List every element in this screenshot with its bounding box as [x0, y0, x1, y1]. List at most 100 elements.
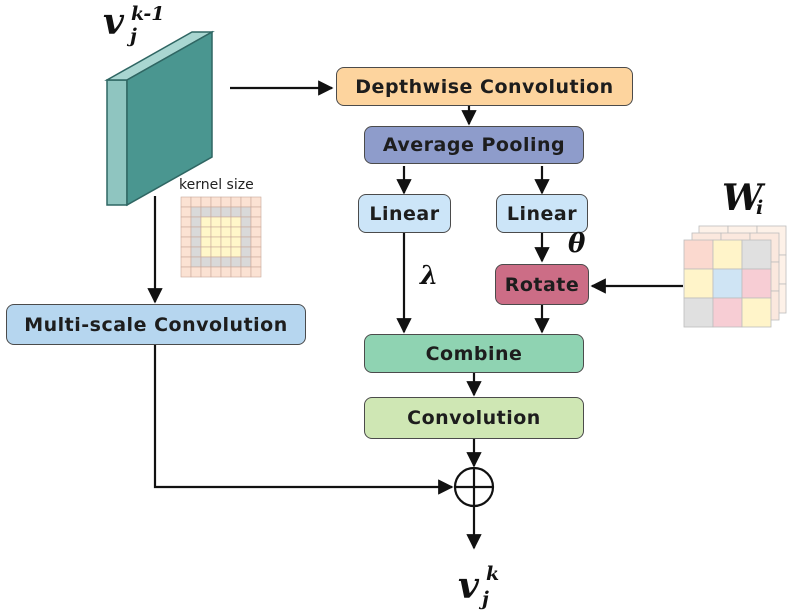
- kernel-cell: [200, 216, 212, 228]
- kernel-cell: [180, 266, 192, 278]
- weight-matrix-stack: [683, 225, 787, 328]
- kernel-cell: [250, 226, 262, 238]
- kernel-cell: [180, 206, 192, 218]
- kernel-cell: [200, 256, 212, 268]
- kernel-size-label: kernel size: [179, 177, 254, 193]
- output-symbol-base: v: [458, 565, 479, 607]
- weight-cell: [683, 268, 714, 299]
- kernel-cell: [190, 246, 202, 258]
- combine-box: Combine: [364, 334, 584, 373]
- kernel-cell: [240, 236, 252, 248]
- weight-cell: [741, 297, 772, 328]
- kernel-cell: [180, 216, 192, 228]
- kernel-cell: [210, 216, 222, 228]
- kernel-cell: [180, 226, 192, 238]
- kernel-cell: [210, 266, 222, 278]
- weight-cell: [683, 239, 714, 270]
- kernel-cell: [220, 216, 232, 228]
- kernel-cell: [230, 246, 242, 258]
- kernel-cell: [180, 196, 192, 208]
- output-symbol-superscript: k: [486, 563, 500, 585]
- average-pooling-box: Average Pooling: [364, 126, 584, 164]
- sum-operator: [453, 466, 495, 508]
- linear-left-box: Linear: [358, 194, 451, 233]
- kernel-cell: [200, 206, 212, 218]
- kernel-cell: [180, 256, 192, 268]
- input-symbol-superscript: k-1: [131, 3, 165, 25]
- kernel-size-grid: [180, 196, 262, 278]
- kernel-cell: [230, 196, 242, 208]
- kernel-cell: [240, 226, 252, 238]
- kernel-cell: [190, 206, 202, 218]
- weight-cell: [741, 239, 772, 270]
- weights-symbol: W: [722, 177, 763, 219]
- kernel-cell: [220, 256, 232, 268]
- kernel-cell: [190, 196, 202, 208]
- kernel-cell: [230, 226, 242, 238]
- kernel-cell: [240, 216, 252, 228]
- kernel-cell: [180, 236, 192, 248]
- weight-cell: [712, 268, 743, 299]
- kernel-cell: [230, 266, 242, 278]
- input-symbol-base: v: [103, 1, 124, 43]
- lambda-symbol: λ: [420, 261, 439, 291]
- kernel-cell: [190, 256, 202, 268]
- kernel-cell: [250, 246, 262, 258]
- feature-map-block: [104, 30, 215, 207]
- weight-cell: [712, 297, 743, 328]
- multi-scale-convolution-box: Multi-scale Convolution: [6, 304, 306, 345]
- kernel-cell: [210, 246, 222, 258]
- kernel-cell: [190, 266, 202, 278]
- convolution-box: Convolution: [364, 397, 584, 439]
- kernel-cell: [240, 256, 252, 268]
- kernel-cell: [190, 216, 202, 228]
- kernel-cell: [230, 256, 242, 268]
- weight-cell: [683, 297, 714, 328]
- output-symbol-subscript: j: [482, 588, 489, 610]
- kernel-cell: [210, 206, 222, 218]
- linear-right-box: Linear: [496, 194, 588, 233]
- kernel-cell: [240, 246, 252, 258]
- kernel-cell: [250, 236, 262, 248]
- kernel-cell: [240, 206, 252, 218]
- kernel-cell: [210, 256, 222, 268]
- kernel-cell: [220, 266, 232, 278]
- kernel-cell: [220, 246, 232, 258]
- kernel-cell: [220, 206, 232, 218]
- kernel-cell: [200, 196, 212, 208]
- kernel-cell: [190, 226, 202, 238]
- kernel-cell: [250, 216, 262, 228]
- kernel-cell: [180, 246, 192, 258]
- kernel-cell: [250, 266, 262, 278]
- kernel-cell: [190, 236, 202, 248]
- kernel-cell: [220, 196, 232, 208]
- theta-symbol: θ: [568, 229, 586, 259]
- depthwise-convolution-box: Depthwise Convolution: [336, 67, 633, 106]
- kernel-cell: [200, 266, 212, 278]
- input-symbol: v: [103, 4, 124, 40]
- kernel-cell: [250, 256, 262, 268]
- kernel-cell: [200, 226, 212, 238]
- kernel-cell: [230, 236, 242, 248]
- weight-cell: [712, 239, 743, 270]
- kernel-cell: [240, 266, 252, 278]
- kernel-cell: [230, 216, 242, 228]
- kernel-cell: [200, 246, 212, 258]
- kernel-cell: [230, 206, 242, 218]
- kernel-cell: [210, 226, 222, 238]
- kernel-cell: [250, 196, 262, 208]
- input-symbol-subscript: j: [130, 25, 137, 47]
- output-symbol: v: [458, 568, 479, 604]
- weight-cell: [741, 268, 772, 299]
- kernel-cell: [250, 206, 262, 218]
- kernel-cell: [220, 236, 232, 248]
- kernel-cell: [220, 226, 232, 238]
- kernel-cell: [200, 236, 212, 248]
- kernel-cell: [210, 236, 222, 248]
- weights-symbol-subscript: i: [756, 197, 764, 219]
- kernel-cell: [210, 196, 222, 208]
- kernel-cell: [240, 196, 252, 208]
- rotate-box: Rotate: [495, 264, 589, 305]
